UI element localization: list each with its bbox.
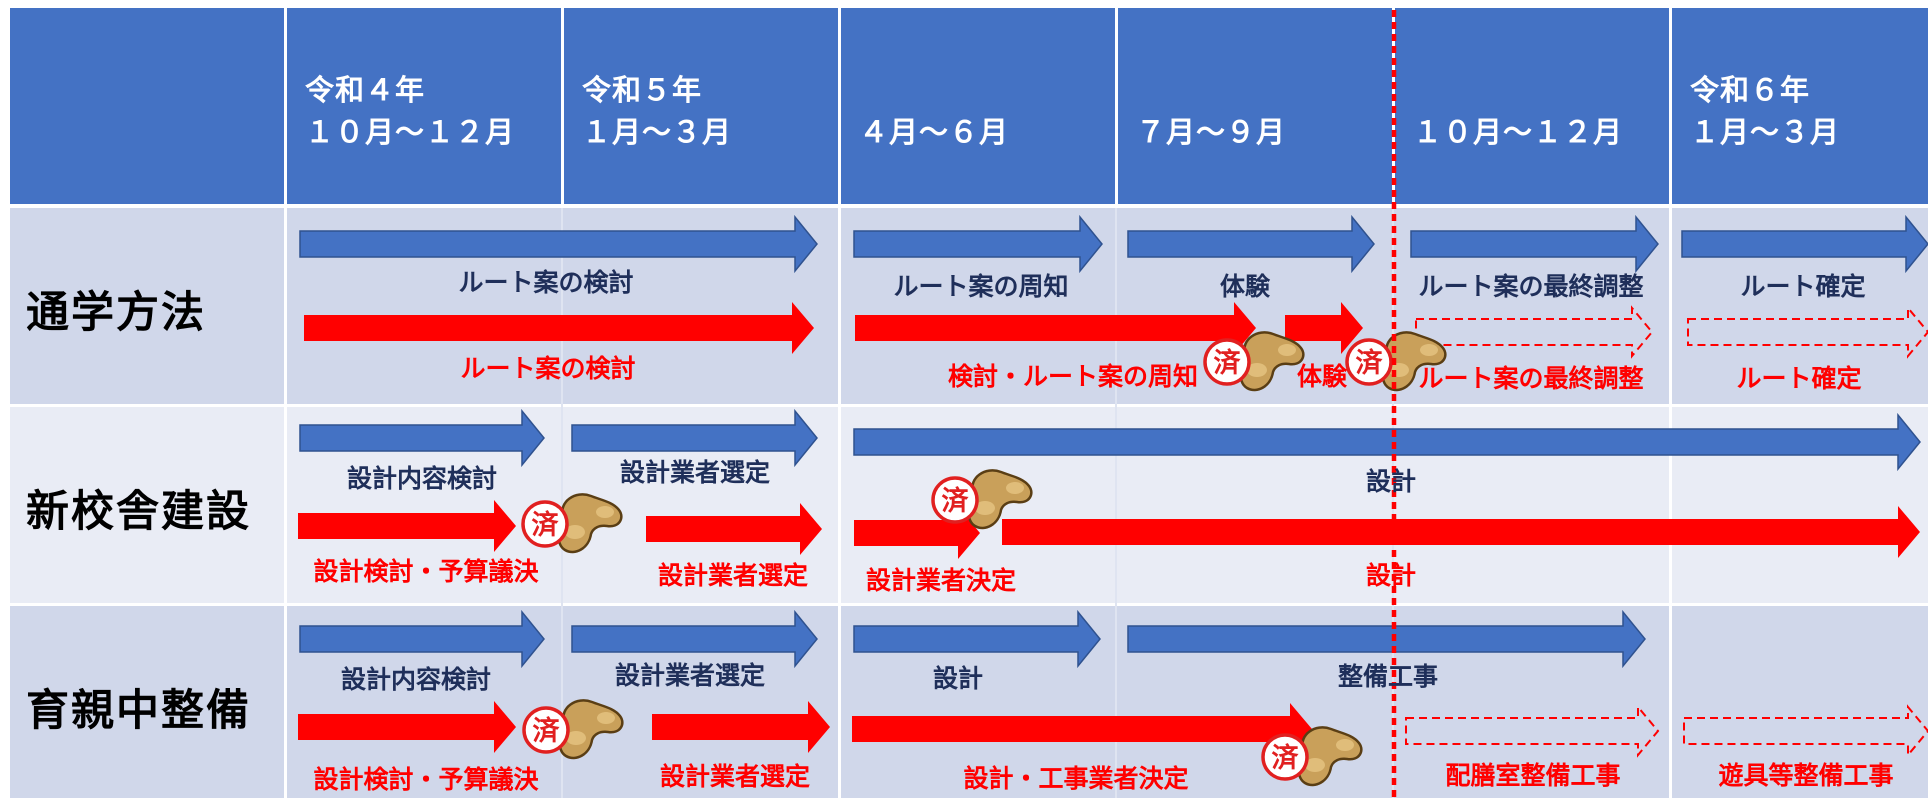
row-label-3: 育親中整備	[26, 686, 251, 736]
plan-label: 体験	[1219, 272, 1271, 301]
plan-label: 整備工事	[1337, 662, 1439, 691]
header-col-6-line1: 令和６年	[1690, 73, 1811, 107]
header-col-1: 令和４年 １０月～１２月	[287, 8, 561, 204]
actual-arrow	[298, 701, 516, 753]
grid-v-3	[1669, 208, 1672, 798]
header-col-1-line1: 令和４年	[305, 73, 426, 107]
actual-label: 設計検討・予算議決	[313, 557, 539, 586]
actual-label: ルート案の検討	[460, 354, 636, 383]
actual-label: 配膳室整備工事	[1445, 761, 1621, 790]
grid-v-faint-2	[1115, 208, 1117, 798]
plan-label: ルート案の最終調整	[1418, 272, 1644, 301]
plan-label: 設計内容検討	[340, 665, 492, 694]
actual-arrow	[652, 701, 830, 753]
header-col-6-line2: １月～３月	[1690, 115, 1841, 149]
actual-arrow	[646, 503, 822, 555]
plan-arrow	[853, 412, 1921, 472]
actual-arrow	[1285, 302, 1363, 354]
header-col-4-line2: ７月～９月	[1136, 115, 1287, 149]
actual-arrow-dashed	[1687, 305, 1928, 359]
done-stamp-icon	[521, 492, 624, 554]
plan-label: 設計	[1365, 467, 1417, 496]
header-col-5-line2: １０月～１２月	[1413, 115, 1624, 149]
actual-label: 体験	[1296, 362, 1348, 391]
grid-v-2	[838, 208, 841, 798]
header-col-3: ４月～６月	[841, 8, 1115, 204]
plan-arrow	[299, 408, 545, 468]
actual-arrow-dashed	[1405, 704, 1660, 758]
done-stamp-icon	[522, 698, 625, 760]
actual-arrow	[304, 302, 814, 354]
header-col-2: 令和５年 １月～３月	[564, 8, 838, 204]
plan-arrow	[853, 214, 1103, 274]
grid-v-faint-1	[561, 208, 563, 798]
header-col-1-line2: １０月～１２月	[305, 115, 516, 149]
actual-arrow	[852, 703, 1312, 755]
actual-label: 設計	[1365, 561, 1417, 590]
actual-arrow-dashed	[1415, 305, 1654, 359]
header-col-5: １０月～１２月	[1395, 8, 1669, 204]
plan-label: ルート案の周知	[893, 272, 1069, 301]
actual-label: ルート案の最終調整	[1418, 364, 1644, 393]
row-label-2: 新校舎建設	[26, 487, 251, 537]
plan-arrow	[1127, 214, 1375, 274]
plan-label: 設計内容検討	[346, 464, 498, 493]
header-corner	[10, 8, 284, 204]
plan-label: 設計業者選定	[614, 661, 766, 690]
plan-label: 設計	[932, 664, 984, 693]
plan-arrow	[1681, 214, 1928, 274]
done-stamp-icon	[1203, 330, 1306, 392]
header-col-6: 令和６年 １月～３月	[1672, 8, 1928, 204]
plan-arrow	[853, 609, 1101, 669]
actual-label: 設計業者選定	[657, 561, 809, 590]
actual-label: 設計・工事業者決定	[963, 764, 1189, 793]
plan-label: ルート案の検討	[458, 268, 634, 297]
header-col-3-line2: ４月～６月	[859, 115, 1010, 149]
plan-arrow	[299, 609, 545, 669]
done-stamp-icon	[1261, 725, 1364, 787]
actual-label: ルート確定	[1736, 364, 1862, 393]
header-col-2-line1: 令和５年	[582, 73, 703, 107]
actual-label: 設計業者決定	[865, 566, 1017, 595]
actual-label: 遊具等整備工事	[1718, 761, 1894, 790]
actual-label: 設計検討・予算議決	[313, 765, 539, 794]
plan-arrow	[299, 214, 818, 274]
actual-label: 検討・ルート案の周知	[947, 362, 1199, 391]
header-col-4: ７月～９月	[1118, 8, 1392, 204]
plan-arrow	[1410, 214, 1659, 274]
actual-label: 設計業者選定	[659, 762, 811, 791]
actual-arrow	[855, 302, 1256, 354]
plan-arrow	[1127, 609, 1646, 669]
actual-arrow	[298, 500, 516, 552]
plan-label: 設計業者選定	[619, 458, 771, 487]
plan-arrow	[571, 408, 818, 468]
plan-arrow	[571, 609, 818, 669]
actual-arrow-dashed	[1683, 704, 1928, 758]
actual-arrow	[1002, 506, 1920, 558]
row-label-1: 通学方法	[26, 288, 206, 338]
grid-v-1	[284, 208, 287, 798]
header-col-2-line2: １月～３月	[582, 115, 733, 149]
plan-label: ルート確定	[1740, 272, 1866, 301]
